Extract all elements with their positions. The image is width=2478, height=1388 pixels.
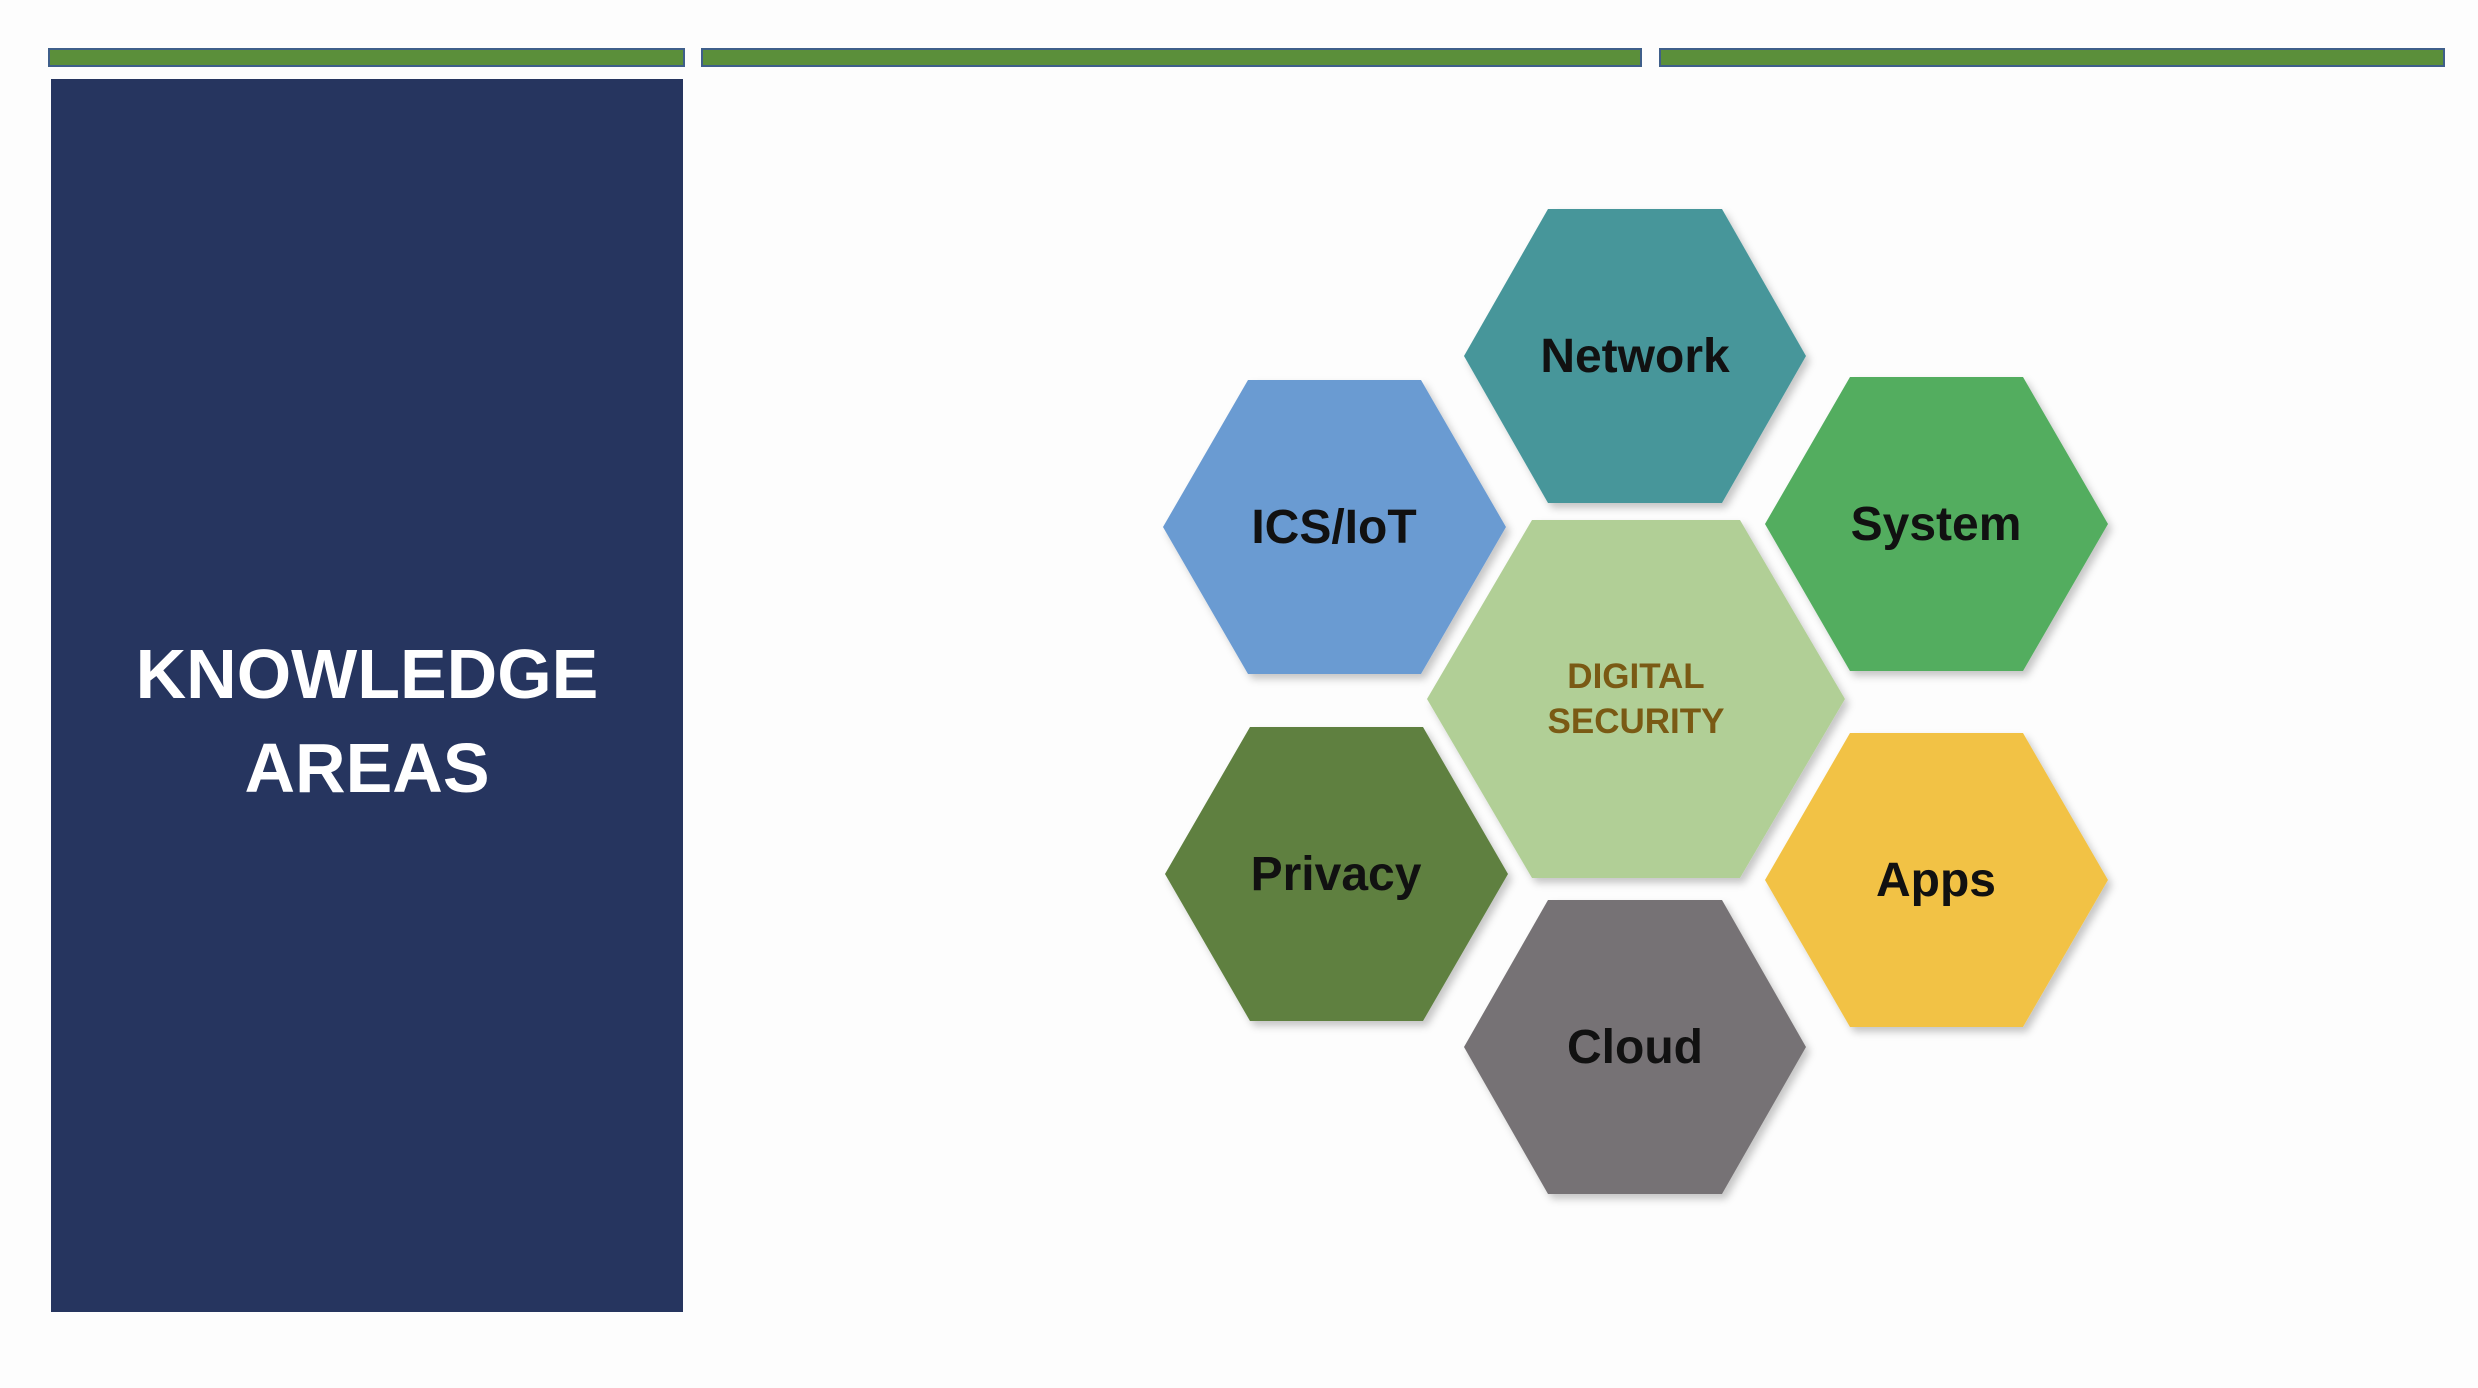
center-label-line1: DIGITAL [1567,657,1704,696]
hex-system-label: System [1851,498,2022,551]
accent-bar-right [1659,48,2445,67]
hex-cloud-shape [1464,900,1806,1194]
hex-privacy-label: Privacy [1251,848,1422,901]
hex-privacy: Privacy [1165,727,1508,1021]
hex-ics-iot-label: ICS/IoT [1251,501,1416,554]
hex-digital-security-shape [1427,520,1845,878]
title-panel: KNOWLEDGE AREAS [51,79,683,1312]
hex-apps-shape [1765,733,2108,1027]
hex-cloud: Cloud [1464,900,1806,1194]
center-label-line2: SECURITY [1548,702,1725,741]
hex-network-shape [1464,209,1806,503]
slide-title: KNOWLEDGE AREAS [135,635,599,807]
hex-system: System [1765,377,2108,671]
hex-system-shape [1765,377,2108,671]
hex-privacy-shape [1165,727,1508,1021]
hex-ics-iot-shape [1163,380,1506,674]
hex-apps: Apps [1765,733,2108,1027]
accent-bar-left [48,48,685,67]
hex-ics-iot: ICS/IoT [1163,380,1506,674]
hex-network-label: Network [1540,330,1730,383]
hex-network: Network [1464,209,1806,503]
hex-digital-security: DIGITAL SECURITY [1427,520,1845,878]
accent-bar-middle [701,48,1642,67]
hex-apps-label: Apps [1876,854,1996,907]
hex-cloud-label: Cloud [1567,1021,1703,1074]
